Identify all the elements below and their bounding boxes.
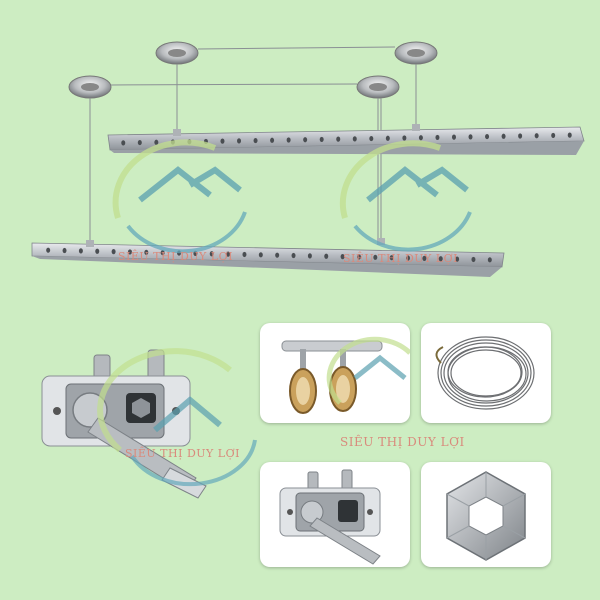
rail-hole — [237, 138, 242, 144]
rail-hole — [95, 248, 100, 254]
hanging-rail-icon — [107, 124, 585, 155]
rail-hole — [226, 251, 231, 257]
rail-hole — [242, 251, 247, 258]
rail-hole — [340, 254, 345, 260]
rail-hole — [253, 137, 258, 144]
rail-hole — [435, 134, 440, 141]
rail-hole — [46, 247, 51, 253]
rail-hole — [144, 249, 149, 255]
hanging-rail-icon — [31, 238, 505, 277]
rail-hole — [78, 248, 83, 254]
rail-hole — [336, 136, 341, 142]
rail-hole — [487, 257, 492, 263]
rail-hole — [352, 136, 357, 142]
rail-hole — [127, 249, 132, 255]
rail-hole — [154, 139, 159, 145]
rail-hole — [471, 256, 476, 263]
rail-hole — [160, 250, 165, 256]
rail-hole — [438, 256, 443, 262]
rail-hole — [534, 133, 539, 139]
rail-hole — [451, 134, 456, 140]
rail-hole — [389, 255, 394, 261]
rail-hole — [356, 254, 361, 260]
rail-hole — [258, 252, 263, 258]
rail-hole — [62, 247, 67, 254]
crank-card — [260, 462, 410, 567]
watermark-text: SIÊU THỊ DUY LỢI — [118, 250, 233, 263]
crank-winder-icon — [279, 469, 381, 565]
rail-hole — [324, 253, 329, 259]
watermark-text: SIÊU THỊ DUY LỢI — [343, 252, 458, 265]
watermark-text: SIÊU THỊ DUY LỢI — [125, 447, 240, 460]
rail-hole — [275, 252, 280, 258]
rail-hole — [111, 249, 116, 255]
rail-hole — [220, 138, 225, 144]
ceiling-pulley-icon — [68, 41, 438, 99]
rail-hole — [422, 255, 427, 261]
pulley-bracket-card — [260, 323, 410, 423]
rail-hole — [121, 140, 126, 146]
rail-hole — [369, 135, 374, 142]
rail-hole — [270, 137, 275, 143]
hex-bushing-card — [421, 462, 551, 567]
steel-cable-card — [421, 323, 551, 423]
rail-hole — [286, 137, 291, 143]
rail-hole — [406, 255, 411, 261]
rail-hole — [402, 135, 407, 141]
rail-hole — [307, 253, 312, 259]
rail-hole — [303, 137, 308, 143]
rail-hole — [209, 251, 214, 257]
rail-hole — [567, 132, 572, 138]
crank-winder-icon — [41, 349, 207, 499]
rail-hole — [137, 139, 142, 146]
rail-hole — [468, 134, 473, 140]
rail-hole — [373, 254, 378, 260]
watermark-text: SIÊU THỊ DUY LỢI — [340, 435, 465, 449]
hex-bushing-icon — [446, 471, 526, 561]
rail-hole — [551, 132, 556, 139]
rail-hole — [319, 136, 324, 143]
watermark-logo — [339, 140, 472, 252]
rail-hole — [518, 133, 523, 139]
watermark-logo — [112, 139, 247, 254]
rail-hole — [291, 252, 296, 259]
steel-cable-coil-icon — [435, 336, 535, 410]
rail-hole — [501, 133, 506, 139]
watermark-logo — [97, 348, 257, 487]
rail-hole — [385, 135, 390, 141]
rail-hole — [418, 135, 423, 141]
pulley-bracket-icon — [281, 336, 410, 414]
cable-lines — [89, 46, 417, 246]
rail-hole — [455, 256, 460, 262]
rail-hole — [485, 133, 490, 140]
